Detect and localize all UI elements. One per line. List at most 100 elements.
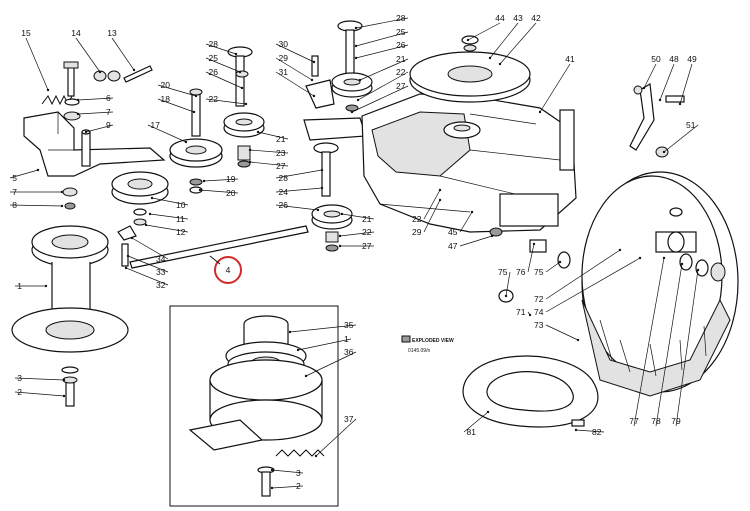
callout-c44[interactable]: 44 bbox=[495, 13, 505, 23]
callout-c3b[interactable]: 3 bbox=[296, 468, 301, 478]
callout-c24[interactable]: 24 bbox=[279, 187, 289, 197]
callout-c22d[interactable]: 22 bbox=[412, 214, 422, 224]
callout-c72[interactable]: 72 bbox=[534, 294, 544, 304]
leader-dot-c43 bbox=[488, 56, 492, 60]
highlight-callout-4[interactable]: 4 bbox=[209, 255, 242, 284]
callout-c11[interactable]: 11 bbox=[176, 214, 185, 224]
callout-c51[interactable]: 51 bbox=[686, 120, 696, 130]
callout-c27a[interactable]: 27 bbox=[276, 161, 286, 171]
leader-dot-c27c bbox=[338, 244, 342, 248]
callout-c13[interactable]: 13 bbox=[107, 28, 117, 38]
callout-c75a[interactable]: 75 bbox=[498, 267, 508, 277]
callout-c28b[interactable]: 28 bbox=[396, 13, 406, 23]
callout-c22a[interactable]: 22 bbox=[209, 94, 219, 104]
callout-c41[interactable]: 41 bbox=[565, 54, 575, 64]
leader-dot-c36 bbox=[304, 374, 308, 378]
callout-c35[interactable]: 35 bbox=[344, 320, 354, 330]
callout-c32[interactable]: 32 bbox=[156, 280, 166, 290]
callout-c28c[interactable]: 28 bbox=[279, 173, 289, 183]
callout-c49[interactable]: 49 bbox=[687, 54, 697, 64]
leader-c32 bbox=[125, 267, 169, 286]
leader-c8 bbox=[9, 204, 63, 207]
callout-c77[interactable]: 77 bbox=[629, 416, 639, 426]
leader-dot-c44 bbox=[466, 38, 470, 42]
callout-c14[interactable]: 14 bbox=[71, 28, 81, 38]
callout-c42[interactable]: 42 bbox=[531, 13, 541, 23]
callout-c43[interactable]: 43 bbox=[513, 13, 523, 23]
callout-c27c[interactable]: 27 bbox=[362, 241, 372, 251]
leader-dot-c47 bbox=[490, 234, 494, 238]
callout-c33[interactable]: 33 bbox=[156, 267, 166, 277]
callout-c28a[interactable]: 28 bbox=[209, 39, 219, 49]
callout-c22b[interactable]: 22 bbox=[396, 67, 406, 77]
callout-c36[interactable]: 36 bbox=[344, 347, 354, 357]
callout-c26c[interactable]: 26 bbox=[279, 200, 289, 210]
callout-c74[interactable]: 74 bbox=[534, 307, 544, 317]
idler-arm-assembly bbox=[23, 61, 169, 267]
callout-c30[interactable]: 30 bbox=[279, 39, 289, 49]
drive-belt-4 bbox=[129, 225, 309, 269]
highlight-label: 4 bbox=[226, 265, 231, 275]
callout-c73[interactable]: 73 bbox=[534, 320, 544, 330]
leader-dot-c12 bbox=[144, 223, 148, 227]
callout-c25a[interactable]: 25 bbox=[209, 53, 219, 63]
leader-c31 bbox=[275, 71, 315, 97]
leader-c22c bbox=[339, 231, 375, 237]
callout-c29a[interactable]: 29 bbox=[279, 53, 289, 63]
leader-c82 bbox=[575, 429, 605, 433]
leader-c26c bbox=[275, 204, 319, 211]
callout-c1b[interactable]: 1 bbox=[344, 334, 349, 344]
leader-c28b bbox=[355, 17, 409, 29]
callout-c75b[interactable]: 75 bbox=[534, 267, 544, 277]
leader-dot-c3b bbox=[270, 468, 274, 472]
callout-c22c[interactable]: 22 bbox=[362, 227, 372, 237]
callout-c31[interactable]: 31 bbox=[279, 67, 289, 77]
leader-c22a bbox=[205, 98, 247, 105]
callout-c17[interactable]: 17 bbox=[151, 120, 161, 130]
callout-c12[interactable]: 12 bbox=[176, 227, 186, 237]
callout-c78[interactable]: 78 bbox=[651, 416, 661, 426]
callout-c1a[interactable]: 1 bbox=[17, 281, 22, 291]
callout-c2a[interactable]: 2 bbox=[17, 387, 22, 397]
callout-c23[interactable]: 23 bbox=[276, 148, 286, 158]
callout-c26a[interactable]: 26 bbox=[209, 67, 219, 77]
callout-c29b[interactable]: 29 bbox=[412, 227, 422, 237]
callout-c21b[interactable]: 21 bbox=[396, 54, 406, 64]
callout-c20b[interactable]: 20 bbox=[226, 188, 236, 198]
leader-dot-c31 bbox=[312, 94, 316, 98]
callout-c48[interactable]: 48 bbox=[669, 54, 679, 64]
callout-c8[interactable]: 8 bbox=[12, 200, 17, 210]
leader-dot-c13 bbox=[132, 68, 136, 72]
leader-dot-c14 bbox=[98, 70, 102, 74]
leader-c1b bbox=[297, 338, 352, 351]
callout-c27b[interactable]: 27 bbox=[396, 81, 406, 91]
callout-c6[interactable]: 6 bbox=[106, 93, 111, 103]
callout-c7a[interactable]: 7 bbox=[106, 107, 111, 117]
callout-c34[interactable]: 34 bbox=[156, 254, 166, 264]
callout-c20a[interactable]: 20 bbox=[161, 80, 171, 90]
leader-dot-c11 bbox=[148, 212, 152, 216]
callout-c7b[interactable]: 7 bbox=[12, 187, 17, 197]
callout-c5[interactable]: 5 bbox=[12, 173, 17, 183]
callout-c9[interactable]: 9 bbox=[106, 120, 111, 130]
callout-c82[interactable]: 82 bbox=[592, 427, 602, 437]
callout-c19[interactable]: 19 bbox=[226, 174, 236, 184]
leader-c28c bbox=[275, 169, 323, 179]
callout-c37[interactable]: 37 bbox=[344, 414, 354, 424]
callout-c25b[interactable]: 25 bbox=[396, 27, 406, 37]
callout-c50[interactable]: 50 bbox=[651, 54, 661, 64]
callout-c21c[interactable]: 21 bbox=[362, 214, 372, 224]
callout-c3a[interactable]: 3 bbox=[17, 373, 22, 383]
callout-c47[interactable]: 47 bbox=[448, 241, 458, 251]
callout-c26b[interactable]: 26 bbox=[396, 40, 406, 50]
callout-c45[interactable]: 45 bbox=[448, 227, 458, 237]
callout-c2b[interactable]: 2 bbox=[296, 481, 301, 491]
callout-c81[interactable]: 81 bbox=[467, 427, 477, 437]
callout-c18[interactable]: 18 bbox=[161, 94, 171, 104]
callout-c76[interactable]: 76 bbox=[516, 267, 526, 277]
callout-c79[interactable]: 79 bbox=[671, 416, 681, 426]
callout-c10[interactable]: 10 bbox=[176, 200, 186, 210]
callout-c71[interactable]: 71 bbox=[516, 307, 526, 317]
callout-c21a[interactable]: 21 bbox=[276, 134, 286, 144]
callout-c15[interactable]: 15 bbox=[21, 28, 31, 38]
